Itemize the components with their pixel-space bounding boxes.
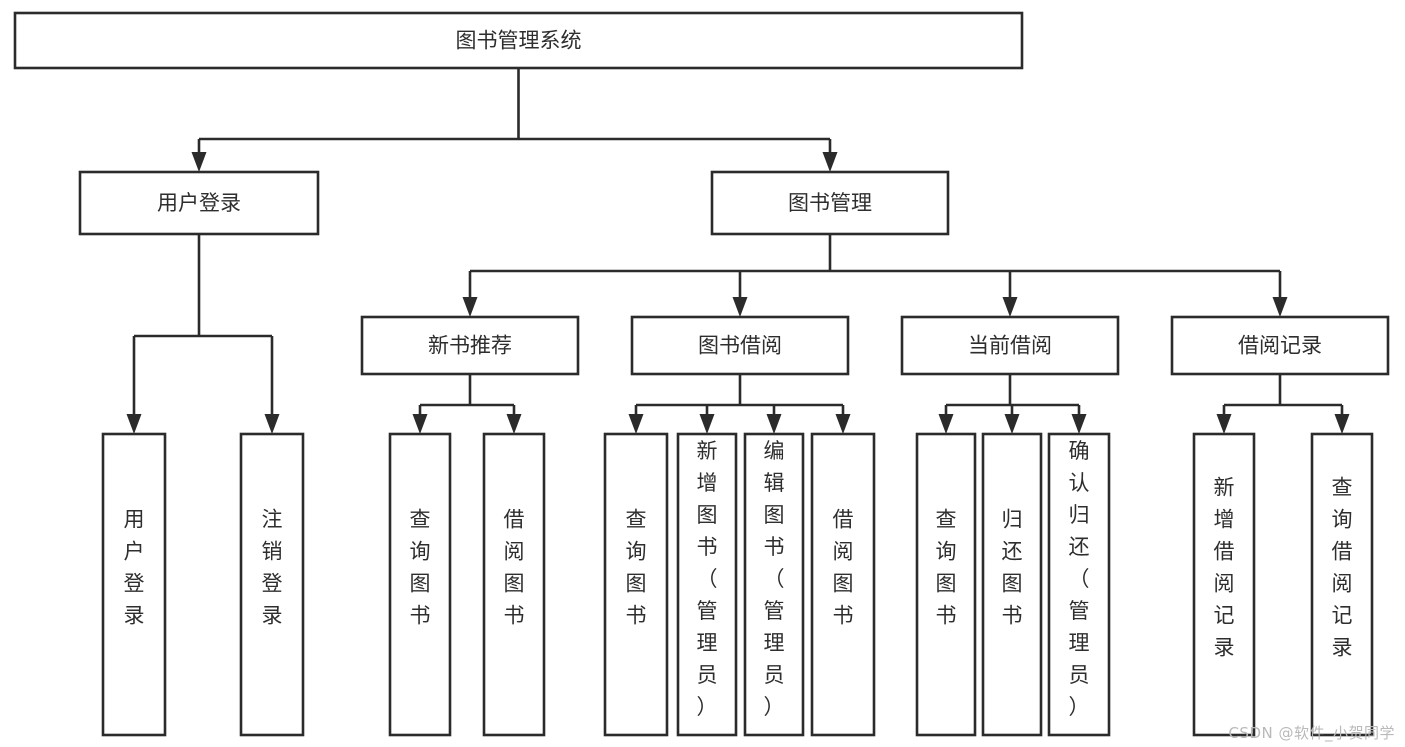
node-borrow-record[interactable]: 借阅记录: [1170, 315, 1390, 376]
arrow-head-icon: [1071, 414, 1087, 434]
node-leaf-return-book[interactable]: 归还图书: [981, 432, 1043, 737]
node-box-root[interactable]: [13, 11, 1024, 70]
arrow-head-icon: [732, 297, 748, 317]
arrow-head-icon: [766, 414, 782, 434]
node-leaf-borrow-book-2[interactable]: 借阅图书: [810, 432, 876, 737]
node-label-leaf-add-book: 新增图书（管理员）: [697, 439, 718, 719]
node-box-new-book-rec[interactable]: [360, 315, 580, 376]
arrow-head-icon: [506, 414, 522, 434]
arrow-head-icon: [1334, 414, 1350, 434]
node-label-leaf-query-book-1: 查询图书: [410, 508, 431, 628]
node-label-new-book-rec: 新书推荐: [428, 334, 512, 358]
node-box-book-borrow[interactable]: [630, 315, 850, 376]
node-label-leaf-query-book-3: 查询图书: [936, 508, 957, 628]
node-leaf-borrow-book-1[interactable]: 借阅图书: [482, 432, 546, 737]
nodes-layer: 图书管理系统用户登录图书管理新书推荐图书借阅当前借阅借阅记录用户登录注销登录查询…: [13, 11, 1390, 737]
node-label-user-login: 用户登录: [157, 191, 241, 215]
node-box-user-login[interactable]: [78, 170, 320, 236]
arrow-head-icon: [126, 414, 142, 434]
node-label-leaf-edit-book: 编辑图书（管理员）: [764, 439, 785, 719]
node-leaf-query-book-2[interactable]: 查询图书: [603, 432, 669, 737]
node-box-leaf-query-book-2[interactable]: [603, 432, 669, 737]
node-box-leaf-return-book[interactable]: [981, 432, 1043, 737]
arrow-head-icon: [191, 152, 207, 172]
node-label-leaf-confirm-return: 确认归还（管理员）: [1069, 439, 1090, 719]
node-root[interactable]: 图书管理系统: [13, 11, 1024, 70]
node-box-leaf-confirm-return[interactable]: [1047, 432, 1111, 737]
node-box-current-borrow[interactable]: [900, 315, 1120, 376]
node-leaf-add-record[interactable]: 新增借阅记录: [1192, 432, 1256, 737]
arrow-head-icon: [462, 297, 478, 317]
arrow-head-icon: [699, 414, 715, 434]
node-label-root: 图书管理系统: [456, 29, 582, 53]
node-box-leaf-edit-book[interactable]: [743, 432, 805, 737]
node-user-login[interactable]: 用户登录: [78, 170, 320, 236]
node-label-leaf-borrow-book-1: 借阅图书: [504, 508, 525, 628]
node-label-current-borrow: 当前借阅: [968, 334, 1052, 358]
node-current-borrow[interactable]: 当前借阅: [900, 315, 1120, 376]
node-label-borrow-record: 借阅记录: [1238, 334, 1322, 358]
node-box-leaf-borrow-book-1[interactable]: [482, 432, 546, 737]
arrow-head-icon: [1272, 297, 1288, 317]
connector-group-user-login: [126, 234, 280, 434]
connector-group-borrow-record: [1216, 374, 1350, 434]
node-book-borrow[interactable]: 图书借阅: [630, 315, 850, 376]
node-box-leaf-user-logout[interactable]: [239, 432, 305, 737]
node-new-book-rec[interactable]: 新书推荐: [360, 315, 580, 376]
node-box-leaf-query-book-1[interactable]: [388, 432, 452, 737]
node-leaf-query-record[interactable]: 查询借阅记录: [1310, 432, 1374, 737]
node-box-book-manage[interactable]: [710, 170, 950, 236]
node-leaf-add-book[interactable]: 新增图书（管理员）: [676, 432, 738, 737]
arrow-head-icon: [1216, 414, 1232, 434]
node-box-leaf-query-record[interactable]: [1310, 432, 1374, 737]
connector-group-book-borrow: [628, 374, 851, 434]
arrow-head-icon: [835, 414, 851, 434]
node-label-book-manage: 图书管理: [788, 191, 872, 215]
connector-group-root: [191, 68, 838, 172]
arrow-head-icon: [628, 414, 644, 434]
watermark-label: CSDN @软件_小贺同学: [1228, 724, 1395, 742]
node-leaf-edit-book[interactable]: 编辑图书（管理员）: [743, 432, 805, 737]
node-box-leaf-add-book[interactable]: [676, 432, 738, 737]
connector-group-new-book-rec: [412, 374, 522, 434]
node-label-leaf-borrow-book-2: 借阅图书: [833, 508, 854, 628]
node-box-leaf-borrow-book-2[interactable]: [810, 432, 876, 737]
arrow-head-icon: [822, 152, 838, 172]
node-book-manage[interactable]: 图书管理: [710, 170, 950, 236]
node-label-leaf-return-book: 归还图书: [1002, 508, 1023, 628]
connector-group-book-manage: [462, 234, 1288, 317]
node-leaf-confirm-return[interactable]: 确认归还（管理员）: [1047, 432, 1111, 737]
arrow-head-icon: [1004, 414, 1020, 434]
node-label-leaf-add-record: 新增借阅记录: [1214, 476, 1235, 660]
node-leaf-query-book-3[interactable]: 查询图书: [915, 432, 977, 737]
node-box-borrow-record[interactable]: [1170, 315, 1390, 376]
node-leaf-query-book-1[interactable]: 查询图书: [388, 432, 452, 737]
node-label-leaf-query-book-2: 查询图书: [626, 508, 647, 628]
node-box-leaf-user-login[interactable]: [101, 432, 167, 737]
node-label-leaf-user-login: 用户登录: [124, 508, 145, 628]
arrow-head-icon: [938, 414, 954, 434]
node-box-leaf-query-book-3[interactable]: [915, 432, 977, 737]
connectors-layer: [126, 68, 1350, 434]
arrow-head-icon: [264, 414, 280, 434]
node-label-leaf-user-logout: 注销登录: [262, 508, 283, 628]
arrow-head-icon: [412, 414, 428, 434]
node-leaf-user-logout[interactable]: 注销登录: [239, 432, 305, 737]
arrow-head-icon: [1002, 297, 1018, 317]
node-leaf-user-login[interactable]: 用户登录: [101, 432, 167, 737]
node-label-leaf-query-record: 查询借阅记录: [1332, 476, 1353, 660]
connector-group-current-borrow: [938, 374, 1087, 434]
node-label-book-borrow: 图书借阅: [698, 334, 782, 358]
node-box-leaf-add-record[interactable]: [1192, 432, 1256, 737]
